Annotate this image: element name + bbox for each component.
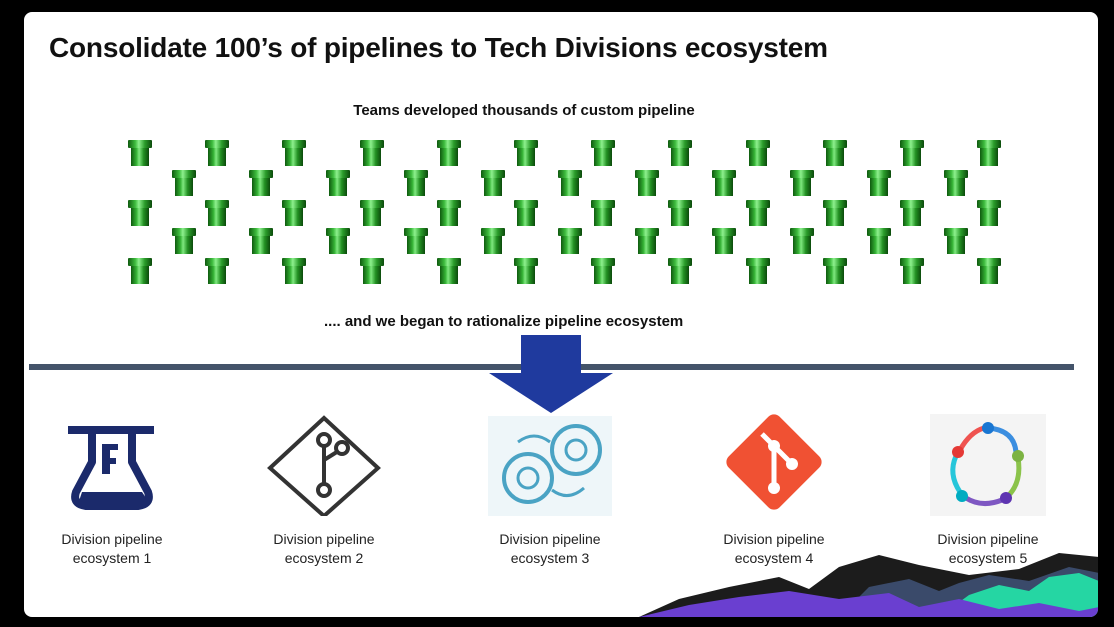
green-pipe-icon (823, 258, 847, 284)
ecosystem-5: Division pipeline ecosystem 5 (908, 412, 1068, 568)
slide-title: Consolidate 100’s of pipelines to Tech D… (49, 32, 828, 63)
green-pipe-icon (558, 228, 582, 254)
green-pipe-icon (867, 228, 891, 254)
green-pipe-icon (900, 200, 924, 226)
green-pipe-icon (360, 258, 384, 284)
green-pipe-icon (591, 140, 615, 166)
git-logo-icon (712, 412, 836, 516)
ecosystem-2-label-line2: ecosystem 2 (284, 550, 364, 566)
green-pipe-icon (514, 258, 538, 284)
green-pipe-icon (437, 200, 461, 226)
green-pipe-icon (944, 228, 968, 254)
green-pipe-icon (360, 140, 384, 166)
green-pipe-icon (635, 170, 659, 196)
green-pipe-icon (746, 200, 770, 226)
pipe-grid (24, 12, 1098, 617)
green-pipe-icon (944, 170, 968, 196)
green-pipe-icon (746, 140, 770, 166)
green-pipe-icon (360, 200, 384, 226)
ecosystem-4: Division pipeline ecosystem 4 (694, 412, 854, 568)
green-pipe-icon (790, 228, 814, 254)
green-pipe-icon (282, 200, 306, 226)
ecosystem-5-label-line1: Division pipeline (937, 531, 1039, 547)
ecosystem-4-label-line2: ecosystem 4 (734, 550, 814, 566)
green-pipe-icon (823, 200, 847, 226)
slide: Consolidate 100’s of pipelines to Tech D… (24, 12, 1098, 617)
green-pipe-icon (128, 140, 152, 166)
green-pipe-icon (668, 258, 692, 284)
ecosystem-3-label-line1: Division pipeline (499, 531, 601, 547)
green-pipe-icon (326, 228, 350, 254)
green-pipe-icon (712, 170, 736, 196)
green-pipe-icon (712, 228, 736, 254)
ecosystem-1-label-line2: ecosystem 1 (72, 550, 152, 566)
green-pipe-icon (282, 140, 306, 166)
green-pipe-icon (668, 140, 692, 166)
green-pipe-icon (205, 200, 229, 226)
green-pipe-icon (249, 228, 273, 254)
ecosystem-4-label-line1: Division pipeline (723, 531, 825, 547)
green-pipe-icon (172, 228, 196, 254)
green-pipe-icon (172, 170, 196, 196)
flask-icon (50, 412, 174, 516)
green-pipe-icon (437, 258, 461, 284)
green-pipe-icon (514, 140, 538, 166)
transition-text: .... and we began to rationalize pipelin… (324, 313, 684, 330)
green-pipe-icon (977, 258, 1001, 284)
green-pipe-icon (790, 170, 814, 196)
gears-cycle-icon (488, 412, 612, 516)
green-pipe-icon (404, 228, 428, 254)
pipeline-graph-icon (926, 412, 1050, 516)
green-pipe-icon (128, 200, 152, 226)
ecosystem-1: Division pipeline ecosystem 1 (32, 412, 192, 568)
git-diamond-icon (262, 412, 386, 519)
green-pipe-icon (900, 140, 924, 166)
green-pipe-icon (481, 170, 505, 196)
green-pipe-icon (668, 200, 692, 226)
green-pipe-icon (282, 258, 306, 284)
green-pipe-icon (558, 170, 582, 196)
ecosystem-2-label-line1: Division pipeline (273, 531, 375, 547)
green-pipe-icon (437, 140, 461, 166)
down-arrow-icon (489, 335, 613, 413)
mountain-decoration (639, 553, 1098, 617)
green-pipe-icon (205, 258, 229, 284)
green-pipe-icon (205, 140, 229, 166)
green-pipe-icon (977, 140, 1001, 166)
green-pipe-icon (900, 258, 924, 284)
green-pipe-icon (249, 170, 273, 196)
green-pipe-icon (514, 200, 538, 226)
ecosystem-3-label-line2: ecosystem 3 (510, 550, 590, 566)
green-pipe-icon (404, 170, 428, 196)
green-pipe-icon (591, 258, 615, 284)
ecosystem-1-label-line1: Division pipeline (61, 531, 163, 547)
slide-subtitle: Teams developed thousands of custom pipe… (353, 102, 695, 119)
green-pipe-icon (977, 200, 1001, 226)
ecosystem-2: Division pipeline ecosystem 2 (244, 412, 404, 568)
green-pipe-icon (591, 200, 615, 226)
green-pipe-icon (635, 228, 659, 254)
green-pipe-icon (326, 170, 350, 196)
ecosystem-5-label-line2: ecosystem 5 (948, 550, 1028, 566)
green-pipe-icon (867, 170, 891, 196)
ecosystem-3: Division pipeline ecosystem 3 (470, 412, 630, 568)
green-pipe-icon (481, 228, 505, 254)
green-pipe-icon (128, 258, 152, 284)
green-pipe-icon (746, 258, 770, 284)
green-pipe-icon (823, 140, 847, 166)
